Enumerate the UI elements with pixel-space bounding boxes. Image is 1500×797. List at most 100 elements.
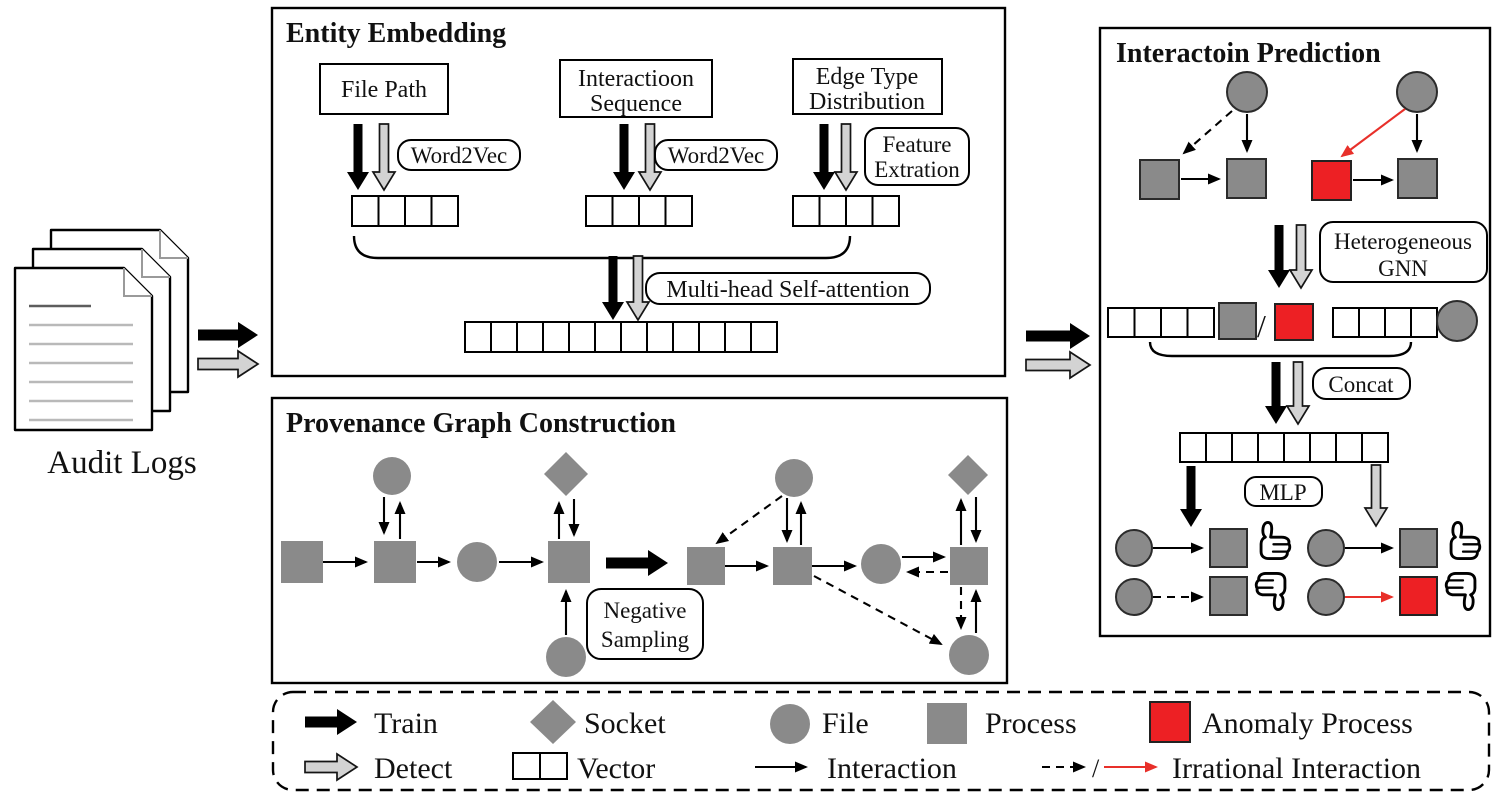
- vector-icon: [1332, 307, 1438, 338]
- document-stack-icon: [13, 228, 190, 432]
- interaction-prediction-section: Interactoin Prediction Heterogeneous GNN: [1098, 26, 1492, 638]
- socket-icon: [948, 455, 988, 495]
- legend-file-label: File: [822, 707, 869, 740]
- mlp-pill: [1244, 476, 1323, 507]
- process-icon: [548, 541, 590, 583]
- feature-extraction-line1: Feature: [883, 132, 952, 157]
- file-icon: [775, 459, 813, 497]
- anomaly-process-icon: [1149, 701, 1191, 743]
- interaction-sequence-line2: Sequence: [590, 91, 682, 117]
- feature-extraction-pill: [864, 127, 970, 186]
- train-flow-arrow-icon: [198, 322, 258, 348]
- file-icon: [949, 635, 989, 675]
- train-down-arrow-icon: [613, 124, 635, 190]
- file-icon: [1307, 529, 1345, 567]
- file-icon: [373, 457, 411, 495]
- train-down-arrow-icon: [602, 256, 624, 320]
- vector-icon: [1179, 432, 1389, 463]
- process-icon: [1218, 302, 1257, 340]
- edge-type-line1: Edge Type: [816, 64, 919, 90]
- train-flow-arrow-icon: [1026, 323, 1090, 349]
- vector-icon: [1107, 307, 1215, 338]
- detect-down-arrow-icon: [625, 255, 651, 322]
- detect-down-arrow-icon: [1363, 464, 1389, 528]
- concat-label: Concat: [1328, 372, 1394, 397]
- process-icon: [1399, 528, 1438, 568]
- detect-flow-arrow-icon: [197, 349, 260, 379]
- legend-vector-label: Vector: [577, 752, 655, 785]
- process-icon: [927, 703, 967, 744]
- legend-anomaly-label: Anomaly Process: [1202, 707, 1413, 740]
- detect-down-arrow-icon: [1288, 224, 1314, 290]
- word2vec-pill-1: [397, 139, 521, 171]
- file-icon: [1226, 71, 1268, 113]
- detect-flow-arrow-icon: [1025, 350, 1092, 380]
- legend-border: [271, 690, 1491, 792]
- train-down-arrow-icon: [813, 124, 835, 190]
- vector-icon: [464, 321, 778, 353]
- embedding-row: /: [1107, 300, 1478, 344]
- train-flow-arrow-icon: [606, 550, 668, 576]
- attention-pill: [645, 272, 931, 305]
- anomaly-process-icon: [1311, 160, 1352, 201]
- legend-socket-label: Socket: [584, 707, 666, 740]
- attention-label: Multi-head Self-attention: [666, 277, 909, 303]
- anomaly-process-icon: [1274, 303, 1314, 341]
- vector-icon: [792, 195, 900, 227]
- irrational-arrow-icon: [813, 575, 943, 645]
- edge-type-line2: Distribution: [809, 89, 925, 115]
- train-down-arrow-icon: [1180, 466, 1202, 527]
- process-icon: [1139, 159, 1180, 200]
- process-icon: [687, 547, 725, 585]
- detect-down-arrow-icon: [371, 123, 397, 192]
- concat-pill: [1312, 367, 1411, 400]
- legend-irrational-label: Irrational Interaction: [1172, 752, 1421, 785]
- word2vec-label-2: Word2Vec: [668, 143, 765, 168]
- process-icon: [773, 547, 812, 585]
- word2vec-label-1: Word2Vec: [411, 143, 508, 168]
- interaction-sequence-line1: Interactioon: [578, 66, 694, 92]
- sampled-graph: [687, 455, 989, 675]
- socket-icon: [530, 700, 576, 744]
- train-down-arrow-icon: [347, 124, 369, 190]
- detect-down-arrow-icon: [833, 123, 859, 192]
- process-icon: [374, 541, 416, 583]
- legend-detect-label: Detect: [374, 752, 453, 785]
- gather-brace: [352, 235, 852, 260]
- detect-down-arrow-icon: [1285, 361, 1311, 426]
- negative-sampling-line1: Negative: [603, 598, 686, 623]
- word2vec-pill-2: [654, 139, 778, 171]
- file-path-box: [319, 63, 449, 115]
- detect-icon: [304, 752, 359, 782]
- gather-brace: [1148, 341, 1413, 358]
- benign-graph: [281, 452, 590, 677]
- train-down-arrow-icon: [1268, 225, 1290, 288]
- edge-type-distribution-box: [792, 58, 943, 115]
- socket-icon: [544, 452, 588, 496]
- negative-sampling-pill: [586, 588, 704, 660]
- vector-icon: [351, 195, 459, 227]
- legend-interaction-label: Interaction: [827, 752, 957, 785]
- file-icon: [1307, 578, 1345, 616]
- file-icon: [546, 637, 586, 677]
- provenance-graph-section: Provenance Graph Construction Negative S…: [270, 396, 1009, 685]
- process-icon: [950, 547, 988, 585]
- file-path-label: File Path: [341, 77, 427, 103]
- gnn-line1: Heterogeneous: [1334, 229, 1472, 254]
- detect-down-arrow-icon: [637, 123, 663, 192]
- audit-logs-group: Audit Logs: [13, 228, 260, 481]
- mini-graph-anomalous: [1311, 71, 1438, 201]
- mini-graph-benign: [1139, 71, 1268, 200]
- entity-embedding-title: Entity Embedding: [286, 18, 506, 49]
- mlp-label: MLP: [1259, 480, 1306, 505]
- file-icon: [1396, 71, 1438, 113]
- process-icon: [281, 541, 323, 583]
- legend: Train Socket File Process Anomaly Proces…: [271, 690, 1491, 792]
- file-icon: [861, 544, 901, 584]
- irrational-arrow-icon: [1182, 110, 1233, 155]
- process-icon: [1226, 158, 1267, 199]
- prediction-results: [1115, 521, 1482, 616]
- process-icon: [1209, 576, 1248, 616]
